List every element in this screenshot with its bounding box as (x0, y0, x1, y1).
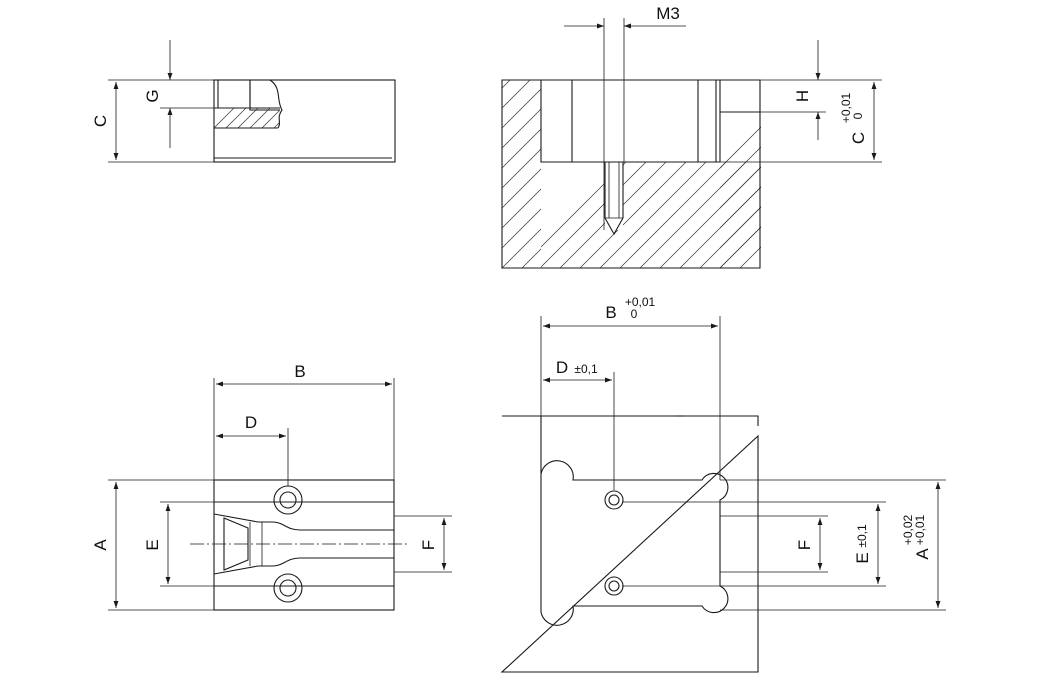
label-b-bottom-right: B (605, 303, 616, 322)
label-d-bottom-left: D (245, 413, 257, 432)
hole-top (273, 485, 303, 515)
pocket-outline (540, 416, 729, 626)
slot-upper (213, 513, 394, 531)
v-seat (223, 517, 249, 571)
tol-a-upper: +0,02 (901, 514, 915, 545)
label-a-bottom-right: A (913, 548, 932, 560)
bottom-right-mounting-view: B +0,01 0 D ±0,1 F E ±0,1 A +0,02 +0,01 (500, 295, 946, 673)
hole-top (604, 490, 624, 510)
label-e-bottom-right: E (853, 552, 872, 563)
label-m3: M3 (656, 4, 680, 23)
label-b-bottom-left: B (294, 362, 305, 381)
tol-a-lower: +0,01 (913, 514, 927, 545)
label-h: H (793, 90, 812, 102)
label-c-top-right: C (849, 132, 868, 144)
label-c-top-left: C (91, 115, 110, 127)
pocket-outline (540, 80, 721, 163)
threaded-hole-m3 (604, 162, 624, 236)
tol-c-upper: +0,01 (839, 92, 853, 123)
tol-d: ±0,1 (574, 362, 598, 376)
label-f-bottom-right: F (795, 540, 814, 550)
tol-b-upper: +0,01 (625, 295, 656, 309)
body-outline (213, 79, 396, 163)
break-line (269, 79, 283, 129)
tol-e: ±0,1 (855, 524, 869, 548)
cutout-inner (249, 80, 280, 111)
top-left-hatch (214, 108, 280, 128)
tol-c-lower: 0 (851, 112, 865, 119)
body-outline (213, 479, 395, 611)
cutout-step (217, 80, 251, 109)
section-outline (501, 79, 761, 269)
label-g: G (143, 89, 162, 102)
slot-lower (213, 557, 394, 575)
top-right-section-view: M3 H C +0,01 0 (501, 4, 882, 269)
top-left-side-view: C G (91, 40, 396, 163)
label-f-bottom-left: F (419, 540, 438, 550)
plate-outline (500, 415, 759, 673)
hole-bottom (273, 573, 303, 603)
bottom-left-top-view: B D A E F (91, 362, 452, 611)
tol-b-lower: 0 (631, 307, 638, 321)
hole-bottom (604, 576, 624, 596)
label-a-bottom-left: A (91, 539, 110, 551)
label-e-bottom-left: E (143, 539, 162, 550)
label-d-bottom-right: D (556, 358, 568, 377)
